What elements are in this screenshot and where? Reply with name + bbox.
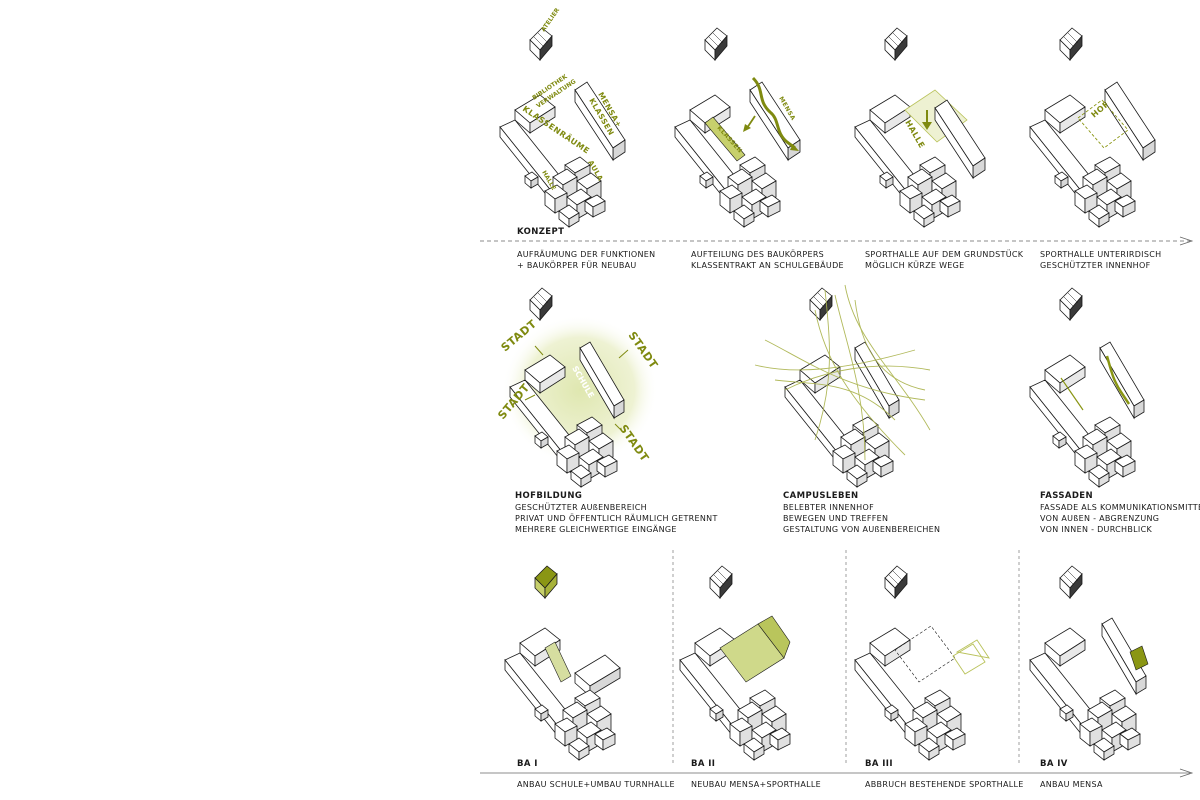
konzept-diagram-4: HOF bbox=[1029, 20, 1190, 230]
massing-diagram: HALLE bbox=[854, 27, 986, 228]
fassaden-caption: FASSADE ALS KOMMUNIKATIONSMITTEL VON AUß… bbox=[1040, 503, 1200, 534]
konzept-diagram-3: HALLE bbox=[854, 20, 1015, 230]
phase-2-caption: NEUBAU MENSA+SPORTHALLE bbox=[691, 780, 822, 789]
phase-1-diagram bbox=[504, 558, 665, 761]
konzept-heading: KONZEPT bbox=[517, 227, 565, 237]
phase-1-title: BA I bbox=[517, 759, 538, 769]
phase-1-caption: ANBAU SCHULE+UMBAU TURNHALLE bbox=[517, 780, 675, 789]
timeline-arrow bbox=[480, 236, 1194, 246]
hofbildung-caption: GESCHÜTZTER AUßENBEREICH PRIVAT UND ÖFFE… bbox=[515, 503, 718, 534]
massing-diagram bbox=[854, 565, 990, 761]
hofbildung-massing: SCHULE STADT STADT STADT STADT bbox=[495, 287, 660, 488]
campusleben-title: CAMPUSLEBEN bbox=[783, 491, 859, 501]
phase-3-diagram bbox=[854, 558, 1015, 761]
konzept-caption-1: AUFRÄUMUNG DER FUNKTIONEN+ BAUKÖRPER FÜR… bbox=[517, 250, 656, 270]
phase-divider-2 bbox=[845, 550, 847, 765]
massing-diagram: HOF bbox=[1029, 27, 1156, 228]
phase-divider-1 bbox=[672, 550, 674, 765]
hofbildung-title: HOFBILDUNG bbox=[515, 491, 583, 501]
massing-diagram bbox=[1029, 565, 1149, 761]
campusleben-caption: BELEBTER INNENHOF BEWEGEN UND TREFFEN GE… bbox=[783, 503, 941, 534]
massing-diagram bbox=[504, 565, 621, 761]
phase-divider-3 bbox=[1018, 550, 1020, 765]
phase-3-caption: ABBRUCH BESTEHENDE SPORTHALLE bbox=[865, 780, 1024, 789]
phase-4-diagram bbox=[1029, 558, 1190, 761]
massing-diagram bbox=[679, 565, 791, 761]
konzept-diagram-2: KLASSEN MENSA bbox=[674, 20, 835, 230]
phase-3-title: BA III bbox=[865, 759, 893, 769]
phase-4-caption: ANBAU MENSA bbox=[1040, 780, 1103, 789]
campusleben-diagram bbox=[754, 280, 935, 490]
fassaden-diagram bbox=[1025, 280, 1195, 490]
massing-diagram: KLASSEN MENSA bbox=[674, 27, 801, 228]
hofbildung-diagram: SCHULE STADT STADT STADT STADT bbox=[495, 280, 675, 490]
svg-text:ATELIER: ATELIER bbox=[540, 7, 562, 34]
konzept-diagram-1: ATELIER KLASSENRÄUME VERWALTUNG BIBLIOTH… bbox=[499, 7, 660, 230]
fassaden-title: FASSADEN bbox=[1040, 491, 1094, 501]
phase-timeline-arrow bbox=[480, 768, 1194, 778]
campusleben-massing bbox=[754, 284, 931, 488]
massing-diagram: ATELIER KLASSENRÄUME VERWALTUNG BIBLIOTH… bbox=[499, 7, 626, 228]
fassaden-massing bbox=[1029, 287, 1145, 488]
phase-2-diagram bbox=[679, 558, 840, 761]
phase-4-title: BA IV bbox=[1040, 759, 1068, 769]
phase-2-title: BA II bbox=[691, 759, 716, 769]
